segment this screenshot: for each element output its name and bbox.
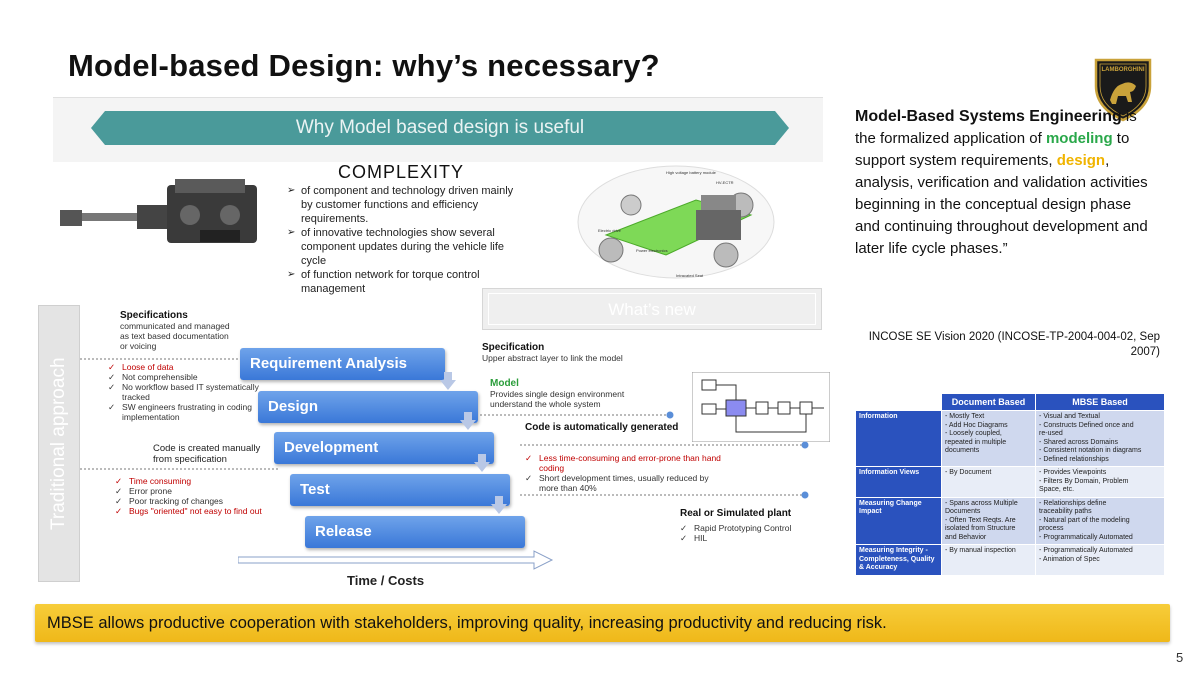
table-header-empty xyxy=(855,393,942,411)
time-costs-arrow xyxy=(238,550,554,570)
word-modeling: modeling xyxy=(1045,130,1113,147)
list-item: HIL xyxy=(680,533,800,543)
list-item: Rapid Prototyping Control xyxy=(680,523,800,533)
row-label: Measuring Change Impact xyxy=(855,496,942,545)
list-item: SW engineers frustrating in coding imple… xyxy=(108,402,278,422)
dotted-connector xyxy=(480,411,674,419)
specifications-title: Specifications xyxy=(120,310,188,321)
mbse-definition: Model-Based Systems Engineering is the f… xyxy=(855,106,1155,260)
mbse-heading: Model-Based Systems Engineering xyxy=(855,108,1122,125)
svg-text:Electric drive: Electric drive xyxy=(598,228,622,233)
dotted-connector xyxy=(520,491,809,499)
list-item: Loose of data xyxy=(108,362,278,372)
mbse-cell: - Relationships define traceability path… xyxy=(1035,496,1165,545)
incose-citation: INCOSE SE Vision 2020 (INCOSE-TP-2004-00… xyxy=(868,331,1160,358)
traditional-approach-label: Traditional approach xyxy=(48,357,69,530)
step-design: Design xyxy=(258,391,478,423)
doc-cell: - Spans across Multiple Documents- Often… xyxy=(940,496,1037,545)
time-consuming-list: Time consuming Error prone Poor tracking… xyxy=(115,476,275,516)
loose-of-data-list: Loose of data Not comprehensible No work… xyxy=(108,362,278,422)
complexity-heading: COMPLEXITY xyxy=(338,162,465,182)
code-automatic-label: Code is automatically generated xyxy=(525,422,679,433)
model-title: Model xyxy=(490,378,519,389)
step-development: Development xyxy=(274,432,494,464)
list-item: Poor tracking of changes xyxy=(115,496,275,506)
model-block: Model Provides single design environment… xyxy=(490,378,660,409)
comparison-table: Document Based MBSE Based Information - … xyxy=(855,393,1165,576)
specification-right-block: Specification Upper abstract layer to li… xyxy=(482,342,672,363)
definition-part: is the formalized application of xyxy=(855,108,1137,147)
complexity-item: of function network for torque control m… xyxy=(287,268,522,296)
svg-text:High voltage battery module: High voltage battery module xyxy=(666,170,717,175)
waterfall-arrows xyxy=(440,372,507,514)
table-row: Information - Mostly Text- Add Hoc Diagr… xyxy=(855,410,1165,467)
row-label: Measuring Integrity - Completeness, Qual… xyxy=(855,544,942,576)
svg-text:Power electronics: Power electronics xyxy=(636,248,668,253)
dotted-connector xyxy=(520,441,809,449)
list-item: Short development times, usually reduced… xyxy=(525,473,725,493)
real-plant-label: Real or Simulated plant xyxy=(680,508,792,519)
mbse-cell: - Programmatically Automated- Animation … xyxy=(1035,544,1165,576)
row-label: Information xyxy=(855,410,942,467)
lamborghini-logo: LAMBORGHINI xyxy=(1094,58,1152,122)
doc-cell: - Mostly Text- Add Hoc Diagrams- Loosely… xyxy=(940,410,1037,467)
mbse-cell: - Provides Viewpoints- Filters By Domain… xyxy=(1035,466,1165,498)
code-manual-text: Code is created manually from specificat… xyxy=(153,443,261,465)
complexity-item: of component and technology driven mainl… xyxy=(287,184,522,226)
traditional-approach-bar xyxy=(38,305,80,582)
step-release: Release xyxy=(305,516,525,548)
code-automatic-text: Code is automatically generated xyxy=(525,422,725,433)
dotted-separator xyxy=(80,468,280,470)
summary-bar: MBSE allows productive cooperation with … xyxy=(35,604,1170,642)
doc-cell: - By manual inspection xyxy=(940,544,1037,576)
row-label: Information Views xyxy=(855,466,942,498)
hybrid-car-diagram: High voltage battery module HV-ECTR Elec… xyxy=(577,165,775,279)
step-requirement-analysis: Requirement Analysis xyxy=(240,348,445,380)
time-costs-label: Time / Costs xyxy=(347,573,425,588)
list-item: No workflow based IT systematically trac… xyxy=(108,382,278,402)
model-text: Provides single design environment under… xyxy=(490,389,625,409)
table-row: Measuring Change Impact - Spans across M… xyxy=(855,496,1165,545)
engine-image xyxy=(60,179,257,243)
svg-text:HV-ECTR: HV-ECTR xyxy=(716,180,734,185)
whats-new-label: What’s new xyxy=(488,293,816,325)
dotted-separator xyxy=(80,358,240,360)
block-diagram xyxy=(692,372,830,442)
word-design: design xyxy=(1056,152,1106,169)
table-row: Measuring Integrity - Completeness, Qual… xyxy=(855,544,1165,576)
list-item: Less time-consuming and error-prone than… xyxy=(525,453,725,473)
step-test: Test xyxy=(290,474,510,506)
code-benefits-list: Less time-consuming and error-prone than… xyxy=(525,453,725,493)
list-item: Bugs "oriented" not easy to find out xyxy=(115,506,275,516)
specification-right-title: Specification xyxy=(482,342,545,353)
table-row: Information Views - By Document - Provid… xyxy=(855,466,1165,498)
list-item: Not comprehensible xyxy=(108,372,278,382)
definition-part: , analysis, verification and validation … xyxy=(855,152,1148,257)
definition-part: to support system requirements, xyxy=(855,130,1130,169)
specifications-text: communicated and managed as text based d… xyxy=(120,321,230,351)
mbse-cell: - Visual and Textual- Constructs Defined… xyxy=(1035,410,1165,467)
page-number: 5 xyxy=(1176,650,1184,665)
list-item: Time consuming xyxy=(115,476,275,486)
table-header-document-based: Document Based xyxy=(940,393,1037,411)
specification-right-text: Upper abstract layer to link the model xyxy=(482,353,623,363)
banner-why-model-based: Why Model based design is useful xyxy=(91,111,789,145)
specifications-block: Specifications communicated and managed … xyxy=(120,310,280,351)
svg-text:Intracated Seat: Intracated Seat xyxy=(676,273,704,278)
real-plant-list: Rapid Prototyping Control HIL xyxy=(680,523,800,543)
complexity-list: of component and technology driven mainl… xyxy=(287,184,522,296)
whats-new-frame xyxy=(482,288,822,330)
complexity-item: of innovative technologies show several … xyxy=(287,226,522,268)
slide-title: Model-based Design: why’s necessary? xyxy=(68,48,660,83)
svg-text:LAMBORGHINI: LAMBORGHINI xyxy=(1102,67,1145,73)
list-item: Error prone xyxy=(115,486,275,496)
table-header-mbse-based: MBSE Based xyxy=(1035,393,1165,411)
doc-cell: - By Document xyxy=(940,466,1037,498)
